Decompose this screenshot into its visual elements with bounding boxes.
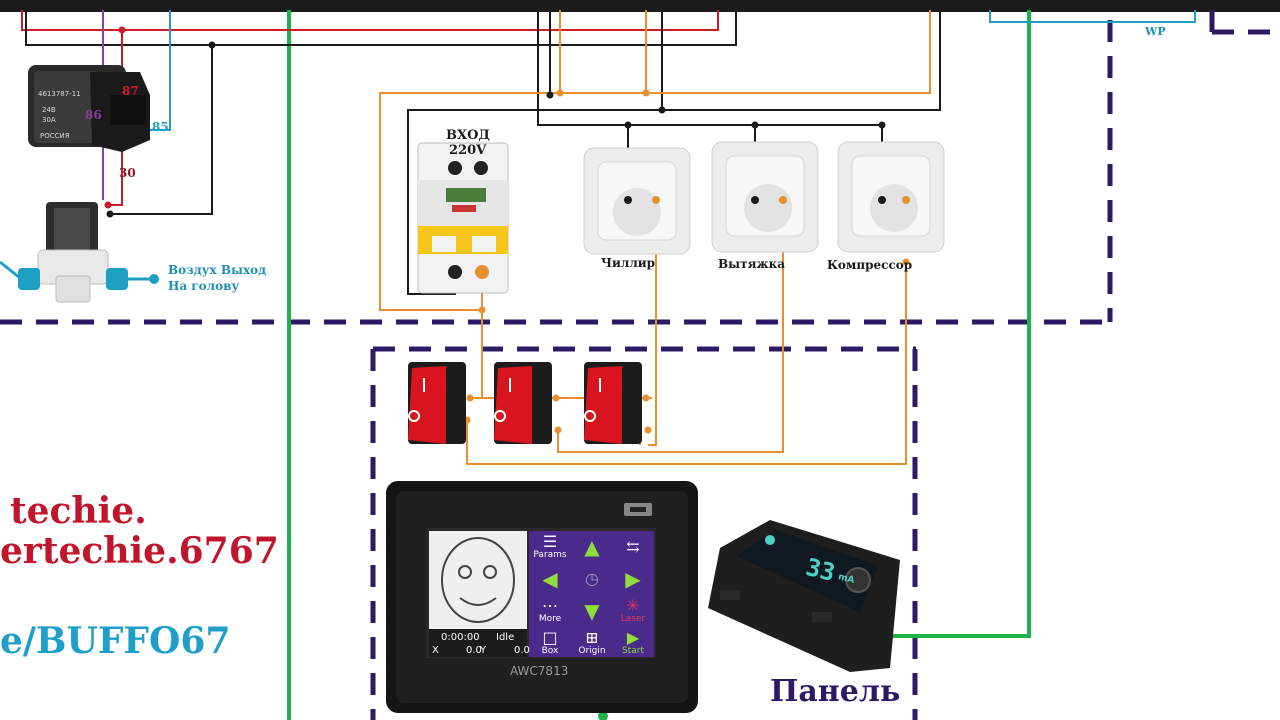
box-button[interactable]: □ Box (529, 628, 571, 658)
enclosure-borders (0, 10, 1280, 720)
wire-label-87: 87 (122, 84, 139, 98)
arrow-left-icon: ◀ (542, 567, 558, 591)
watermark-line-3: e/BUFFO67 (0, 620, 231, 662)
wire-node (208, 41, 216, 49)
breaker-voltage-label: 220V (449, 143, 487, 158)
controller-model: AWC7813 (510, 664, 569, 678)
wire-node (118, 26, 126, 34)
wire-node (104, 201, 112, 209)
origin-button-label: Origin (578, 645, 606, 656)
wire-label-30: 30 (119, 166, 136, 180)
wire-label-85: 85 (152, 120, 169, 134)
rocker-switch-2 (494, 362, 552, 444)
socket-compressor (837, 141, 945, 253)
more-button[interactable]: ⋯ More (529, 596, 571, 626)
laser-button[interactable]: ✳ Laser (612, 596, 654, 626)
start-button[interactable]: ▶ Start (612, 628, 654, 658)
controller-status: Idle (496, 632, 515, 643)
breaker-input-label: ВХОД (446, 128, 490, 143)
play-icon: ▶ (626, 627, 640, 647)
box-button-label: Box (541, 645, 559, 656)
move-right-button[interactable]: ▶ (612, 564, 654, 594)
controller-x-value: 0.0 (466, 645, 482, 656)
more-button-label: More (538, 613, 562, 624)
wire-node (106, 210, 114, 218)
green-wire-node (598, 711, 608, 720)
controller-y-label: Y (480, 645, 487, 656)
solenoid-valve (0, 202, 159, 303)
socket-label-compressor: Компрессор (827, 258, 913, 272)
circuit-breaker (417, 142, 509, 294)
laser-button-label: Laser (620, 613, 646, 624)
air-out-label-1: Воздух Выход (168, 263, 267, 277)
laser-controller-awc7813 (386, 481, 698, 713)
socket-label-exhaust: Вытяжка (718, 257, 786, 271)
wire-junctions (546, 89, 886, 129)
wire-label-86: 86 (85, 108, 102, 122)
rocker-switch-3 (584, 362, 642, 444)
automotive-relay: 4613787-11 24В 30А РОССИЯ (28, 65, 150, 152)
socket-label-chiller: Чиллир (601, 256, 656, 270)
gauge-icon: ◷ (585, 569, 599, 588)
relay-country: РОССИЯ (40, 132, 70, 140)
swap-icon: ⇆ (626, 537, 640, 556)
params-button-label: Params (533, 549, 567, 560)
box-icon: □ (542, 627, 558, 647)
move-left-button[interactable]: ◀ (529, 564, 571, 594)
socket-exhaust (711, 141, 819, 253)
start-button-label: Start (622, 645, 644, 656)
relay-specs-1: 24В (42, 106, 56, 114)
rocker-switch-1 (408, 362, 466, 444)
arrow-right-icon: ▶ (625, 567, 641, 591)
relay-part-number: 4613787-11 (38, 90, 81, 98)
more-icon: ⋯ (542, 595, 558, 615)
controller-y-value: 0.0 (514, 645, 530, 656)
speed-button[interactable]: ◷ (571, 564, 613, 594)
controller-x-label: X (432, 645, 439, 656)
current-meter-panel (708, 520, 900, 672)
air-out-label-2: На голову (168, 279, 240, 293)
params-button[interactable]: ☰ Params (529, 532, 571, 562)
arrow-up-icon: ▲ (584, 535, 600, 559)
params-icon: ☰ (542, 531, 558, 551)
panel-label: Панель (770, 674, 901, 709)
move-up-button[interactable]: ▲ (571, 532, 613, 562)
origin-icon: ⊞ (585, 627, 599, 647)
origin-button[interactable]: ⊞ Origin (571, 628, 613, 658)
swap-button[interactable]: ⇆ (612, 532, 654, 562)
wp-label: WP (1145, 25, 1166, 38)
socket-chiller (583, 147, 691, 255)
controller-time: 0:00:00 (441, 632, 480, 643)
move-down-button[interactable]: ▼ (571, 596, 613, 626)
laser-icon: ✳ (626, 595, 640, 615)
relay-specs-2: 30А (42, 116, 56, 124)
arrow-down-icon: ▼ (584, 599, 600, 623)
watermark-line-1: techie. (10, 490, 147, 532)
watermark-line-2: ertechie.6767 (0, 530, 279, 572)
top-strip (0, 0, 1280, 12)
